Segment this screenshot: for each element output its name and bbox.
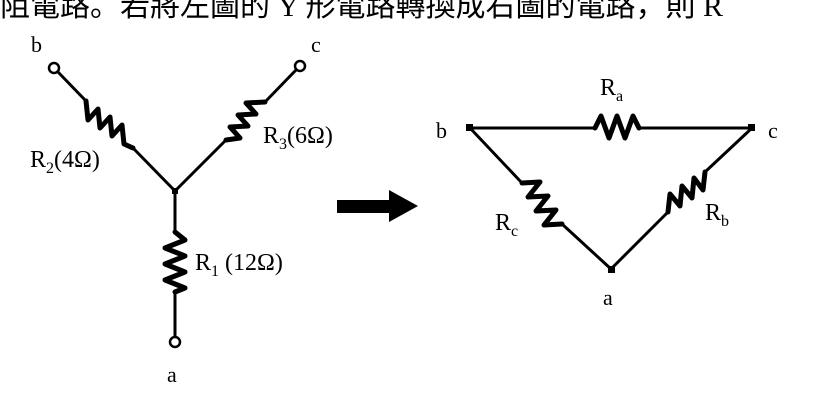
rc-label: Rc	[495, 210, 518, 240]
right-arrow-icon	[337, 190, 418, 222]
r1-value: (12Ω)	[219, 250, 283, 276]
rb-label: Rb	[705, 200, 729, 230]
terminal-b-open-circle	[47, 61, 61, 75]
y-wire-c	[263, 68, 298, 104]
r2-subscript: 2	[46, 160, 54, 177]
y-terminal-a-label: a	[167, 362, 177, 387]
y-terminal-c-label: c	[311, 32, 321, 57]
rc-symbol: R	[495, 210, 511, 236]
delta-terminal-c-label: c	[768, 118, 778, 143]
resistor-ra	[592, 113, 642, 141]
rc-subscript: c	[511, 223, 518, 240]
delta-circuit: b c a Ra Rc Rb	[436, 75, 778, 310]
delta-terminal-a-label: a	[603, 285, 613, 310]
ra-label: Ra	[600, 75, 623, 105]
resistor-r3	[223, 99, 268, 143]
r3-value: (6Ω)	[287, 123, 333, 149]
y-terminal-b-label: b	[31, 32, 42, 57]
question-text-visible: 阻電路。若將左圖的 Y 形電路轉換成右圖的電路，則 R	[0, 0, 724, 22]
question-text: 阻電路。若將左圖的 Y 形電路轉換成右圖的電路，則 R	[0, 0, 818, 22]
rb-subscript: b	[721, 213, 729, 230]
r3-subscript: 3	[279, 136, 287, 153]
delta-wire-right-bottom	[609, 210, 670, 271]
y-center-node	[172, 188, 178, 194]
r1-symbol: R	[195, 250, 211, 276]
y-wire-c-center	[173, 138, 228, 193]
y-circuit: b c a R2(4Ω) R3(6Ω) R1 (12Ω)	[30, 32, 333, 387]
delta-node-b	[466, 124, 473, 131]
delta-node-a	[608, 266, 615, 273]
r2-value: (4Ω)	[54, 147, 100, 173]
r3-symbol: R	[263, 123, 279, 149]
delta-terminal-b-label: b	[436, 118, 447, 143]
delta-node-c	[748, 124, 755, 131]
rb-symbol: R	[705, 200, 721, 226]
y-wire-b-center	[131, 146, 177, 193]
ra-subscript: a	[616, 88, 623, 105]
resistor-rb	[665, 169, 708, 215]
r2-symbol: R	[30, 147, 46, 173]
r1-label: R1 (12Ω)	[195, 250, 283, 280]
delta-wire-left-bottom	[560, 222, 613, 271]
terminal-c-open-circle	[293, 59, 307, 73]
terminal-a-open-circle	[168, 335, 182, 349]
resistor-r2	[83, 98, 136, 151]
resistor-rc	[519, 179, 565, 228]
delta-wire-left-top	[468, 126, 524, 185]
r1-subscript: 1	[211, 263, 219, 280]
r3-label: R3(6Ω)	[263, 123, 333, 153]
r2-label: R2(4Ω)	[30, 147, 100, 177]
ra-symbol: R	[600, 75, 616, 101]
resistor-r1	[162, 229, 188, 295]
delta-wire-right-top	[703, 126, 754, 174]
y-wire-b	[56, 70, 88, 103]
